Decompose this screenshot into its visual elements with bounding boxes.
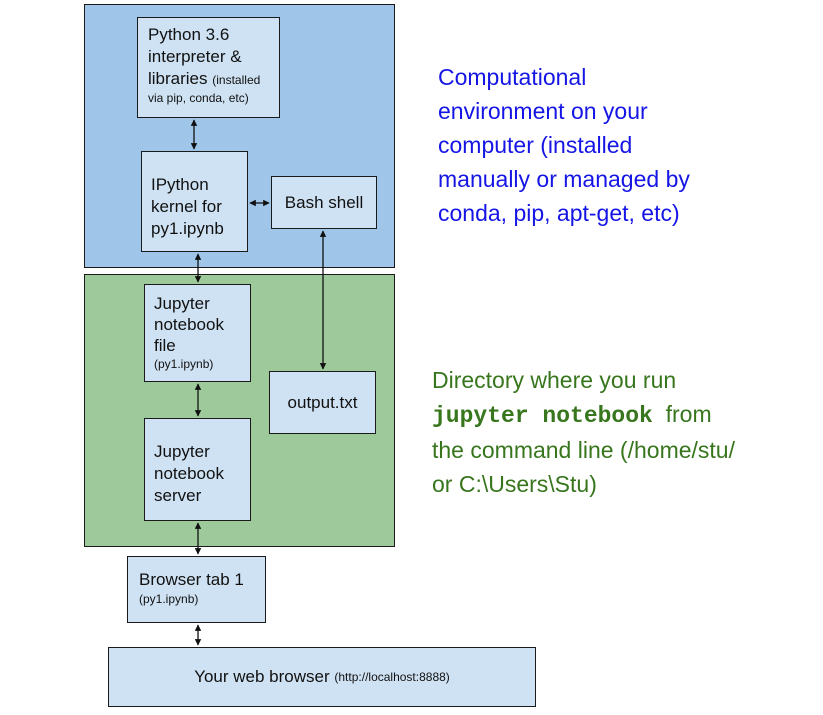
- python-box-line: Python 3.6: [148, 25, 230, 44]
- note-line: the command line (/home/stu/: [432, 437, 735, 463]
- output-file-label: output.txt: [287, 392, 358, 412]
- bash-shell-label: Bash shell: [284, 192, 364, 212]
- note-line: manually or managed by: [438, 166, 690, 192]
- web-browser-box: Your web browser (http://localhost:8888): [108, 647, 536, 707]
- output-file-box: output.txt: [269, 371, 376, 434]
- python-box-line: libraries (installed: [148, 69, 261, 88]
- browser-tab-box: Browser tab 1 (py1.ipynb): [127, 556, 266, 623]
- notebook-file-line: notebook: [154, 315, 224, 334]
- python-box-line: interpreter &: [148, 47, 242, 66]
- note-line: Computational: [438, 64, 587, 90]
- browser-tab-line: Browser tab 1: [139, 570, 244, 589]
- ipython-kernel-box: IPython kernel for py1.ipynb: [141, 151, 248, 252]
- bash-shell-box: Bash shell: [271, 176, 377, 229]
- notebook-file-box: Jupyter notebook file (py1.ipynb): [144, 284, 251, 382]
- browser-tab-note: (py1.ipynb): [139, 592, 199, 606]
- web-browser-label: Your web browser: [194, 667, 330, 686]
- notebook-file-note: (py1.ipynb): [154, 357, 214, 371]
- notebook-file-line: file: [154, 336, 176, 355]
- notebook-server-line: server: [154, 486, 202, 505]
- python-interpreter-box: Python 3.6 interpreter & libraries (inst…: [137, 17, 280, 118]
- command-text: jupyter notebook: [432, 403, 653, 429]
- note-line: Directory where you run: [432, 367, 677, 393]
- notebook-server-line: Jupyter: [154, 442, 210, 461]
- note-line: conda, pip, apt-get, etc): [438, 200, 680, 226]
- directory-note: Directory where you run jupyter notebook…: [432, 363, 735, 501]
- ipython-box-line: IPython: [151, 175, 209, 194]
- notebook-server-line: notebook: [154, 464, 224, 483]
- notebook-file-line: Jupyter: [154, 294, 210, 313]
- note-line: environment on your: [438, 98, 648, 124]
- ipython-box-line: kernel for: [151, 197, 222, 216]
- note-line: or C:\Users\Stu): [432, 471, 597, 497]
- note-line: computer (installed: [438, 132, 633, 158]
- note-line: jupyter notebook from: [432, 401, 712, 429]
- ipython-box-line: py1.ipynb: [151, 219, 224, 238]
- computational-environment-note: Computational environment on your comput…: [438, 60, 690, 230]
- python-box-note: via pip, conda, etc): [148, 91, 249, 105]
- web-browser-note: (http://localhost:8888): [334, 670, 450, 684]
- notebook-server-box: Jupyter notebook server: [144, 418, 251, 521]
- python-box-note: (installed: [212, 73, 261, 87]
